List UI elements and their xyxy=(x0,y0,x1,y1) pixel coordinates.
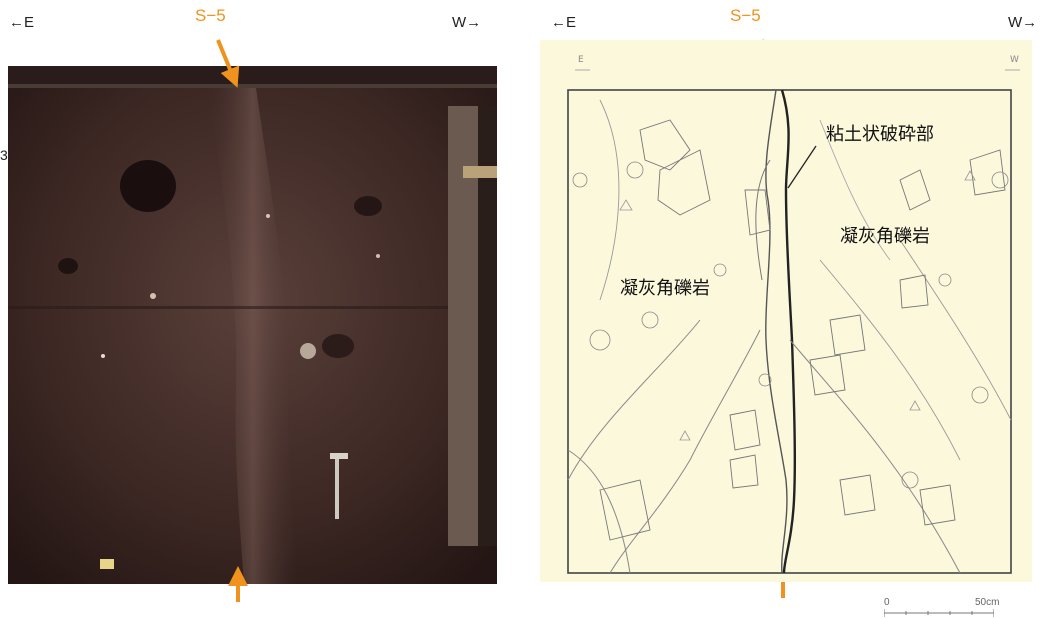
sketch-dir-east: ←E xyxy=(551,14,577,31)
svg-text:W: W xyxy=(1010,55,1019,65)
trench-photo-art xyxy=(8,66,497,584)
svg-text:E: E xyxy=(578,55,584,65)
scale-start: 0 xyxy=(884,597,890,608)
trench-photo xyxy=(8,66,497,584)
trench-sketch-art: E W xyxy=(567,55,1020,574)
scale-bar: 0 50cm xyxy=(880,597,1030,617)
edge-fragment: 3 xyxy=(0,147,8,163)
photo-arrow-top xyxy=(216,39,240,88)
sketch-dir-west: W→ xyxy=(1008,14,1038,31)
label-clay-fault-zone: 粘土状破砕部 xyxy=(826,124,934,145)
sketch-section-label: S−5 xyxy=(730,6,761,25)
scale-end: 50cm xyxy=(975,597,1000,608)
trench-sketch: E W 粘土状破砕部 凝灰角礫岩 凝灰角礫岩 xyxy=(540,40,1032,582)
photo-section-label: S−5 xyxy=(195,6,226,25)
scale-bar-line xyxy=(884,609,994,617)
label-tuff-breccia-west: 凝灰角礫岩 xyxy=(840,226,930,247)
label-tuff-breccia-east: 凝灰角礫岩 xyxy=(620,278,710,299)
photo-dir-east: ←E xyxy=(9,14,35,31)
photo-dir-west: W→ xyxy=(452,14,482,31)
